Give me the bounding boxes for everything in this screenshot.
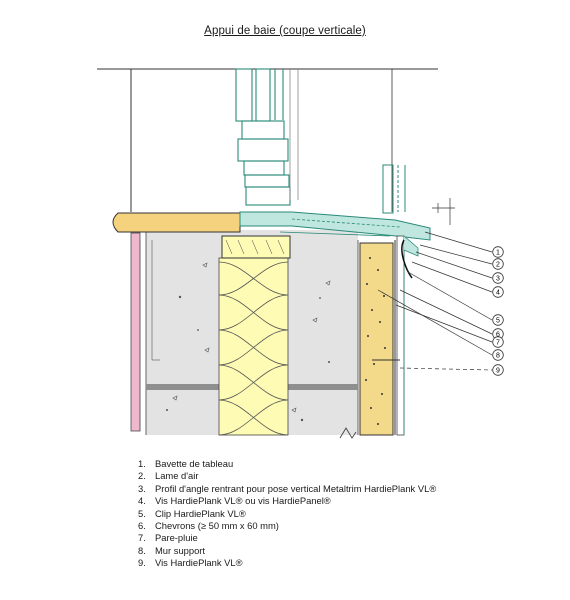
wood-grain [365, 257, 386, 425]
legend-number: 4. [138, 495, 146, 507]
callout-label: 2 [496, 262, 500, 269]
insulation-pattern [218, 261, 289, 436]
legend-item: 2. Lame d'air [138, 470, 436, 482]
legend-item: 1. Bavette de tableau [138, 458, 436, 470]
callout-4: 4 [492, 286, 504, 298]
window-frame-gray [289, 69, 299, 200]
insulation [218, 257, 289, 436]
window-frame [235, 68, 291, 206]
callout-7: 7 [492, 336, 504, 348]
legend-number: 2. [138, 470, 146, 482]
legend-text: Profil d'angle rentrant pour pose vertic… [155, 482, 437, 494]
legend-item: 3. Profil d'angle rentrant pour pose vert… [138, 483, 436, 495]
legend-text: Mur support [155, 544, 206, 556]
legend-number: 7. [138, 532, 146, 544]
callout-label: 1 [496, 250, 500, 257]
timber-rafter [359, 242, 394, 436]
callout-label: 8 [496, 353, 500, 360]
legend-number: 9. [138, 557, 146, 569]
callout-label: 7 [496, 340, 500, 347]
legend-item: 4. Vis HardiePlank VL® ou vis HardiePanel… [138, 495, 436, 507]
cladding-board [396, 235, 405, 436]
callout-label: 3 [496, 276, 500, 283]
legend-text: Bavette de tableau [155, 458, 234, 469]
callout-9: 9 [492, 364, 504, 376]
legend-text: Clip HardiePlank VL® [155, 507, 246, 519]
callout-8: 8 [492, 349, 504, 361]
callout-1: 1 [492, 246, 504, 258]
legend-list: 1. Bavette de tableau 2. Lame d'air 3. Profil… [138, 458, 436, 570]
legend-number: 6. [138, 520, 146, 532]
callout-3: 3 [492, 272, 504, 284]
callout-label: 4 [496, 290, 500, 297]
right-jamb [382, 164, 406, 214]
legend-number: 5. [138, 507, 146, 519]
callout-2: 2 [492, 258, 504, 270]
window-sill [112, 212, 241, 233]
legend-text: Lame d'air [155, 470, 199, 482]
legend-number: 3. [138, 482, 146, 494]
concrete-aggregate [166, 262, 331, 422]
clip [401, 239, 413, 279]
callout-label: 9 [496, 368, 500, 375]
legend-number: 1. [138, 458, 146, 469]
legend-item: 6. Chevrons (≥ 50 mm x 60 mm) [138, 520, 436, 532]
legend-item: 9. Vis HardiePlank VL® [138, 557, 436, 569]
legend-item: 7. Pare-pluie [138, 532, 436, 544]
sill-profile [239, 211, 431, 241]
legend-text: Vis HardiePlank VL® ou vis HardiePanel® [155, 495, 331, 507]
timber-block [221, 235, 291, 259]
legend-item: 8. Mur support [138, 545, 436, 557]
legend-text: Vis HardiePlank VL® [155, 557, 243, 569]
callout-5: 5 [492, 314, 504, 326]
legend-text: Pare-pluie [155, 532, 198, 544]
dimension-marks [432, 198, 455, 225]
leader-lines [377, 231, 493, 371]
diagram-title: Appui de baie (coupe verticale) [204, 25, 366, 37]
legend-text: Chevrons (≥ 50 mm x 60 mm) [155, 520, 279, 532]
render-layer [130, 232, 141, 432]
callout-label: 6 [496, 332, 500, 339]
legend-item: 5. Clip HardiePlank VL® [138, 508, 436, 520]
callout-markers: 1 2 3 4 5 67 8 9 [492, 246, 504, 376]
angle-profile [403, 235, 419, 257]
legend-number: 8. [138, 544, 146, 556]
break-mark [339, 427, 357, 439]
callout-label: 5 [496, 318, 500, 325]
